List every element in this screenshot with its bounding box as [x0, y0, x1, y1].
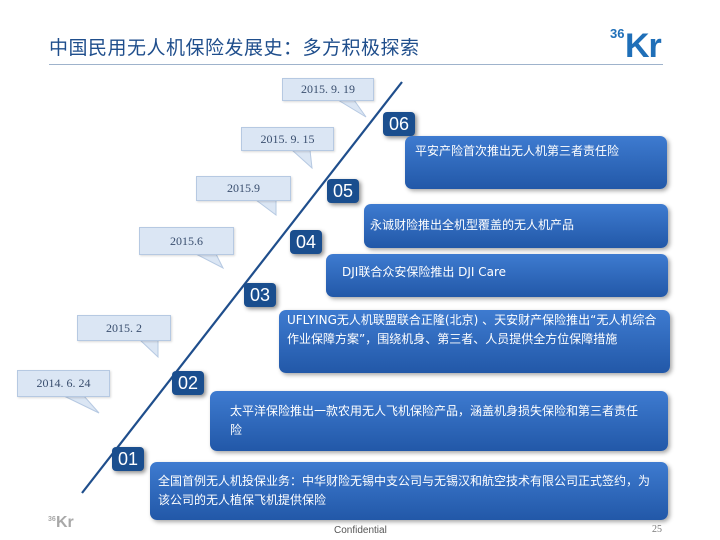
- event-box-03: UFLYING无人机联盟联合正隆(北京) 、天安财产保险推出“无人机综合作业保障…: [279, 310, 670, 373]
- event-box-01: 全国首例无人机投保业务：中华财险无锡中支公司与无锡汉和航空技术有限公司正式签约，…: [150, 462, 668, 520]
- event-box-02: 太平洋保险推出一款农用无人飞机保险产品，涵盖机身损失保险和第三者责任险: [210, 391, 668, 451]
- date-callout-02: 2015. 2: [77, 315, 171, 341]
- footer-logo: 36 Kr: [48, 514, 78, 534]
- step-number-05: 05: [327, 179, 359, 203]
- logo-number: 36: [610, 26, 625, 41]
- 36kr-logo: 36 Kr: [610, 26, 678, 66]
- callout-pointer-04: [254, 199, 277, 216]
- date-callout-05: 2015. 9. 15: [241, 127, 334, 151]
- logo-text: Kr: [625, 27, 662, 65]
- callout-pointer-02: [138, 339, 159, 359]
- event-box-06: 平安产险首次推出无人机第三者责任险: [405, 136, 667, 189]
- page-title: 中国民用无人机保险发展史：多方积极探索: [49, 37, 420, 59]
- date-callout-04: 2015.9: [196, 176, 291, 201]
- date-callout-06: 2015. 9. 19: [282, 78, 374, 101]
- footer-logo-text: Kr: [56, 514, 74, 531]
- title-divider: [49, 64, 663, 65]
- timeline-axis: [81, 81, 403, 494]
- footer-logo-number: 36: [48, 516, 56, 523]
- step-number-02: 02: [172, 371, 204, 395]
- callout-pointer-01: [63, 395, 100, 414]
- footer-confidential: Confidential: [334, 525, 387, 536]
- callout-pointer-05: [290, 149, 313, 170]
- date-callout-03: 2015.6: [139, 227, 234, 255]
- step-number-06: 06: [383, 112, 415, 136]
- event-box-04: DJI联合众安保险推出 DJI Care: [326, 254, 668, 297]
- callout-pointer-06: [336, 99, 367, 118]
- event-box-05: 永诚财险推出全机型覆盖的无人机产品: [364, 204, 668, 248]
- step-number-03: 03: [244, 283, 276, 307]
- step-number-01: 01: [112, 447, 144, 471]
- callout-pointer-03: [195, 253, 225, 270]
- date-callout-01: 2014. 6. 24: [17, 370, 110, 397]
- step-number-04: 04: [290, 230, 322, 254]
- page-number: 25: [652, 524, 662, 535]
